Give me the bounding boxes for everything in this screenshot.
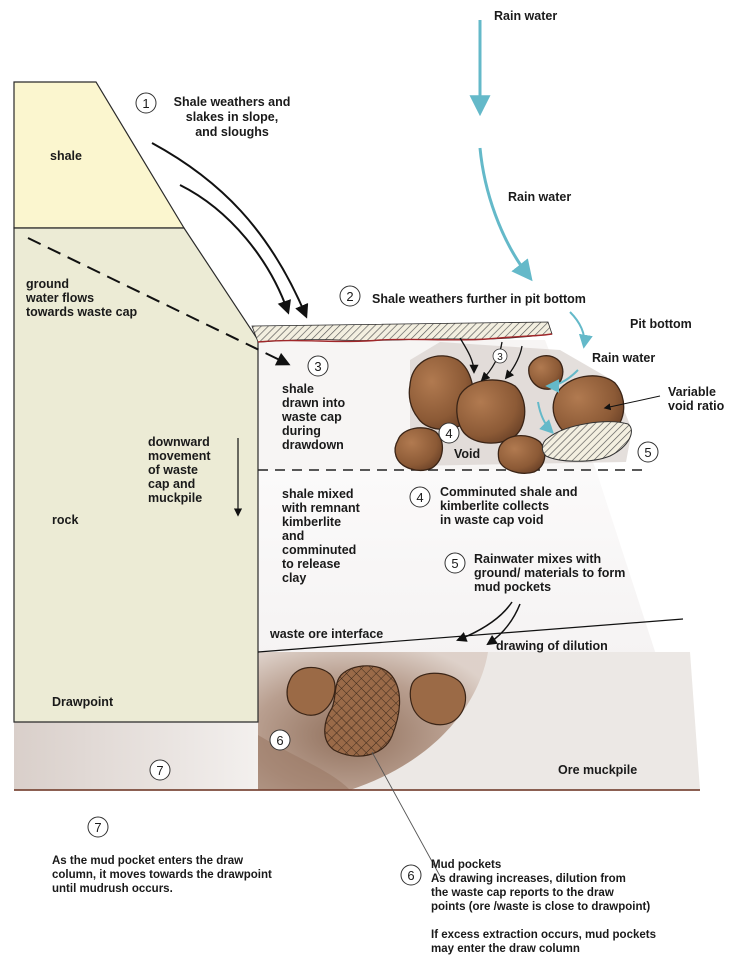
- text-line: waste cap: [281, 410, 342, 424]
- text-line: void ratio: [668, 399, 725, 413]
- boulder: [498, 436, 544, 474]
- callout-number: 5: [644, 445, 651, 460]
- text-line: with remnant: [281, 501, 361, 515]
- label-callout-6: Mud pockets As drawing increases, dilutio…: [431, 859, 656, 955]
- callout-number: 7: [94, 820, 101, 835]
- label-callout-7: As the mud pocket enters the draw column,…: [52, 855, 272, 895]
- drift-band: [14, 722, 258, 790]
- callout-number: 4: [445, 426, 452, 441]
- callout-number: 3: [314, 359, 321, 374]
- text-line: shale: [282, 382, 314, 396]
- text-line: kimberlite collects: [440, 499, 549, 513]
- text-line: If excess extraction occurs, mud pockets: [431, 929, 656, 941]
- text-line: downward: [148, 435, 210, 449]
- callout-number: 2: [346, 289, 353, 304]
- text-line: As the mud pocket enters the draw: [52, 855, 243, 867]
- text-line: drawdown: [282, 438, 344, 452]
- label-callout-2: Shale weathers further in pit bottom: [372, 292, 586, 306]
- label-void: Void: [454, 447, 480, 461]
- label-pit-bottom: Pit bottom: [630, 317, 692, 331]
- label-drawpoint: Drawpoint: [52, 695, 114, 709]
- text-line: and sloughs: [195, 125, 269, 139]
- label-rock: rock: [52, 513, 78, 527]
- text-line: of waste: [148, 463, 198, 477]
- text-line: Variable: [668, 385, 716, 399]
- label-drawing-of-dilution: drawing of dilution: [496, 639, 608, 653]
- text-line: Comminuted shale and: [440, 485, 578, 499]
- text-line: shale mixed: [282, 487, 354, 501]
- text-line: cap and: [148, 477, 195, 491]
- rain-arrow: [480, 148, 530, 278]
- text-line: points (ore /waste is close to drawpoint…: [431, 901, 650, 913]
- label-shale: shale: [50, 149, 82, 163]
- text-line: movement: [148, 449, 211, 463]
- callout-number: 3: [497, 352, 503, 363]
- label-rain-water-pit: Rain water: [592, 351, 655, 365]
- text-line: ground/ materials to form: [474, 566, 625, 580]
- text-line: slakes in slope,: [186, 110, 278, 124]
- callout-number: 5: [451, 556, 458, 571]
- label-ore-muckpile: Ore muckpile: [558, 763, 637, 777]
- text-line: until mudrush occurs.: [52, 883, 173, 895]
- boulder: [457, 380, 525, 443]
- text-line: water flows: [25, 291, 94, 305]
- text-line: kimberlite: [282, 515, 341, 529]
- boulder: [395, 428, 442, 471]
- callout-number: 4: [416, 490, 423, 505]
- label-rain-water-mid: Rain water: [508, 190, 571, 204]
- label-rain-water-top: Rain water: [494, 9, 557, 23]
- text-line: in waste cap void: [440, 513, 544, 527]
- callout-number: 7: [156, 763, 163, 778]
- text-line: Shale weathers and: [174, 95, 291, 109]
- text-line: mud pockets: [474, 580, 551, 594]
- text-line: and: [282, 529, 304, 543]
- text-line: during: [282, 424, 321, 438]
- text-line: Mud pockets: [431, 859, 501, 871]
- text-line: ground: [26, 277, 69, 291]
- text-line: to release: [282, 557, 340, 571]
- text-line: muckpile: [148, 491, 202, 505]
- text-line: Rainwater mixes with: [474, 552, 601, 566]
- callout-number: 6: [276, 733, 283, 748]
- rain-arrow: [570, 312, 584, 346]
- text-line: comminuted: [282, 543, 356, 557]
- text-line: may enter the draw column: [431, 943, 580, 955]
- text-line: the waste cap reports to the draw: [431, 887, 614, 899]
- callout-number: 1: [142, 96, 149, 111]
- text-line: drawn into: [282, 396, 346, 410]
- text-line: towards waste cap: [26, 305, 138, 319]
- text-line: As drawing increases, dilution from: [431, 873, 626, 885]
- callout-number: 6: [407, 868, 414, 883]
- text-line: column, it moves towards the drawpoint: [52, 869, 272, 881]
- text-line: clay: [282, 571, 306, 585]
- label-waste-ore-interface: waste ore interface: [269, 627, 383, 641]
- shale-layer: [14, 82, 184, 228]
